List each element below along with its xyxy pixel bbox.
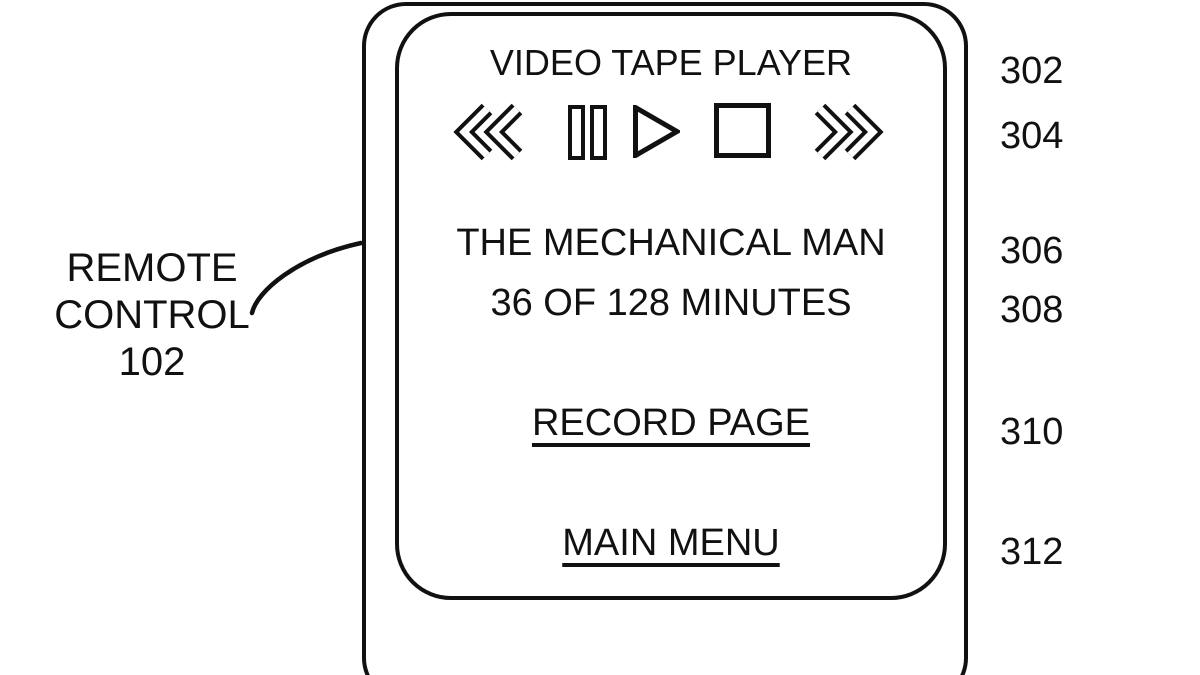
record-page-link[interactable]: RECORD PAGE [531,402,810,444]
screen-title: VIDEO TAPE PLAYER [489,42,853,83]
rewind-icon [453,103,527,166]
stop-icon [714,103,771,161]
rewind-button[interactable] [453,101,527,166]
play-button[interactable] [633,103,682,161]
ref-312: 312 [1000,531,1064,573]
ref-302: 302 [1000,50,1064,92]
remote-control-ref-number: 102 [118,340,186,384]
pause-icon [568,105,607,163]
stop-button[interactable] [714,103,771,161]
ref-310: 310 [1000,411,1064,453]
fast-forward-button[interactable] [810,101,884,166]
main-menu-row: MAIN MENU [399,524,943,562]
playback-progress: 36 OF 128 MINUTES [490,282,852,324]
ref-306: 306 [1000,230,1064,272]
remote-screen: VIDEO TAPE PLAYER [395,12,947,600]
ref-308: 308 [1000,289,1064,331]
transport-controls [399,16,943,176]
remote-control-label-line2: CONTROL [54,293,250,337]
remote-control-label: REMOTE CONTROL 102 [32,245,272,386]
now-playing-title: THE MECHANICAL MAN [456,222,886,264]
record-page-row: RECORD PAGE [399,404,943,442]
remote-control-body: VIDEO TAPE PLAYER [362,2,968,675]
play-icon [633,103,682,161]
fast-forward-icon [810,103,884,166]
main-menu-link[interactable]: MAIN MENU [562,522,780,564]
pause-button[interactable] [568,105,607,163]
remote-control-label-line1: REMOTE [66,246,238,290]
ref-304: 304 [1000,115,1064,157]
